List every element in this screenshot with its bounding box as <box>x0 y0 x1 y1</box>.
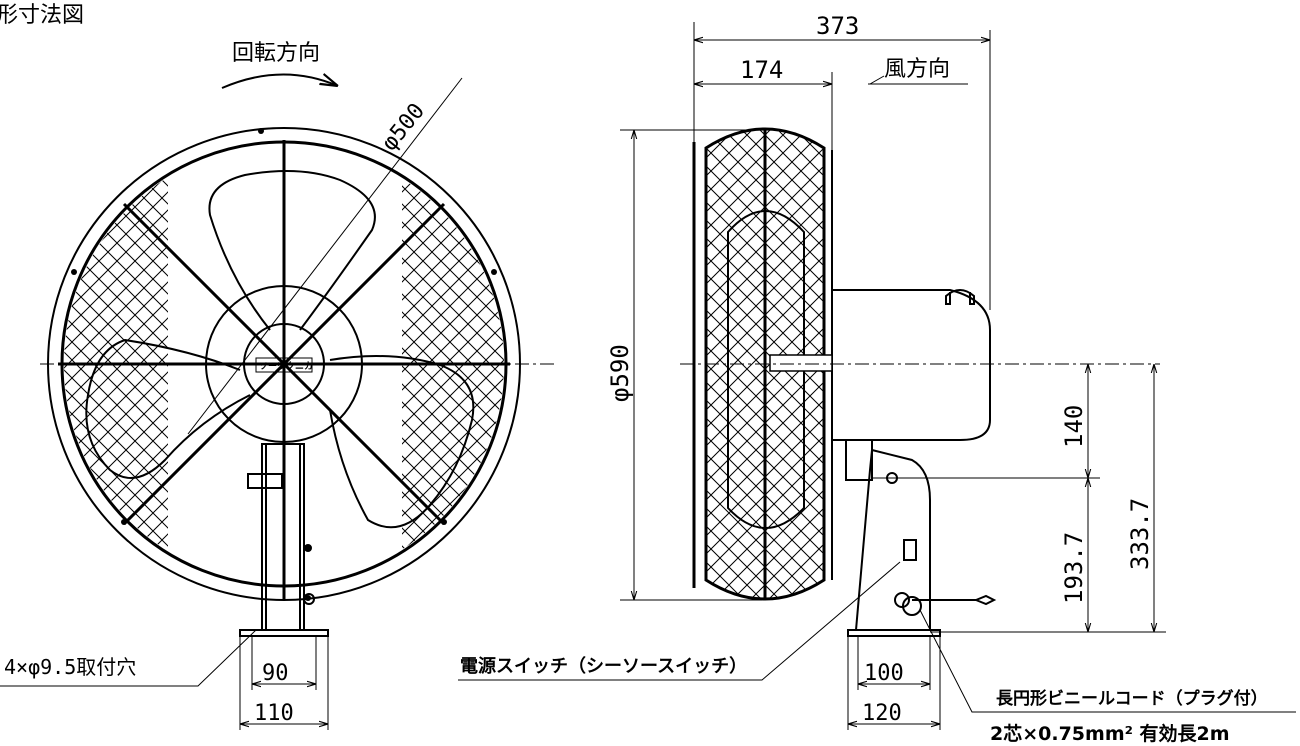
dia590-label: φ590 <box>606 344 634 402</box>
cord-label-2: 2芯×0.75mm² 有効長2m <box>990 722 1230 745</box>
motor-knob <box>945 289 975 305</box>
right-dims <box>930 364 1166 633</box>
wind-direction-label: 風方向 <box>884 57 950 82</box>
wind-direction-arrow <box>869 75 885 85</box>
rotation-label: 回転方向 <box>232 41 320 66</box>
mount-hole-label: 4×φ9.5取付穴 <box>4 655 136 679</box>
mount-hole-leader <box>0 629 257 687</box>
dim-193-7: 193.7 <box>1060 532 1088 604</box>
rotation-arrow <box>221 74 338 89</box>
side-base-inner-dim: 100 <box>864 661 904 686</box>
side-view: 373 174 風方向 φ590 <box>458 12 1296 745</box>
page-title: 外形寸法図 <box>0 3 84 28</box>
motor-body <box>831 289 991 441</box>
fan-blades <box>85 170 475 529</box>
dia500-leader <box>187 77 463 435</box>
front-base-inner-dim: 90 <box>262 661 289 686</box>
dim-140: 140 <box>1060 405 1088 448</box>
motor-shaft <box>769 354 833 372</box>
front-base-outer-dim: 110 <box>254 701 294 726</box>
side-base-dims <box>847 636 941 730</box>
cord-leader <box>919 609 1296 713</box>
front-view: 回転方向 ソーワクニカ <box>0 41 556 730</box>
guard-depth-dim: 174 <box>740 56 783 84</box>
guard-screws <box>71 128 497 601</box>
side-base-outer-dim: 120 <box>862 701 902 726</box>
dim-333-7: 333.7 <box>1126 498 1154 570</box>
switch-label: 電源スイッチ（シーソースイッチ） <box>460 655 747 677</box>
front-stand <box>239 443 329 637</box>
cord-label-1: 長円形ビニールコード（プラグ付） <box>996 688 1268 709</box>
dia500-label: φ500 <box>377 99 430 156</box>
overall-depth-dim: 373 <box>816 12 859 40</box>
switch-leader <box>458 561 901 681</box>
dia590-dim <box>620 129 762 601</box>
front-base-dims <box>239 636 329 730</box>
side-stand <box>845 439 997 637</box>
